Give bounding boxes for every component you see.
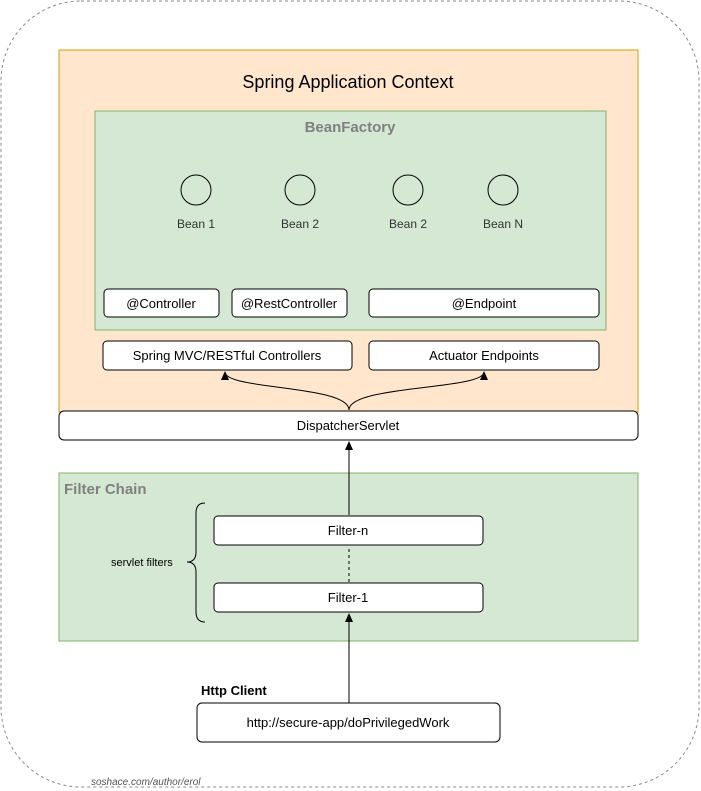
controller-annotation-box: @Controller bbox=[103, 288, 220, 318]
dispatcher-servlet-box: DispatcherServlet bbox=[58, 410, 639, 441]
rest-controller-label: @RestController bbox=[241, 296, 338, 311]
filter-1-label: Filter-1 bbox=[328, 590, 368, 605]
bean-circle bbox=[487, 174, 519, 206]
box bbox=[213, 582, 484, 613]
filter-n-label: Filter-n bbox=[328, 523, 368, 538]
arrow-to-actuator bbox=[348, 371, 488, 411]
endpoint-label: @Endpoint bbox=[452, 296, 517, 311]
box bbox=[58, 410, 639, 441]
bean-circle bbox=[392, 174, 424, 206]
actuator-endpoints-label: Actuator Endpoints bbox=[429, 348, 539, 363]
servlet-filters-label: servlet filters bbox=[111, 557, 173, 569]
servlet-filters-brace bbox=[186, 502, 206, 623]
bean-1: Bean 1 bbox=[177, 174, 215, 231]
filter-n-box: Filter-n bbox=[213, 515, 484, 546]
request-url-label: http://secure-app/doPrivilegedWork bbox=[247, 715, 450, 730]
bean-factory-title: BeanFactory bbox=[305, 119, 397, 136]
arrow-to-mvc bbox=[221, 371, 350, 411]
box bbox=[231, 288, 348, 318]
filter-1-box: Filter-1 bbox=[213, 582, 484, 613]
box bbox=[196, 702, 501, 743]
box bbox=[102, 340, 353, 371]
box bbox=[213, 515, 484, 546]
bean-label: Bean 1 bbox=[177, 217, 215, 231]
request-url-box: http://secure-app/doPrivilegedWork bbox=[196, 702, 501, 743]
box bbox=[103, 288, 220, 318]
bean-circle bbox=[180, 174, 212, 206]
bean-n: Bean N bbox=[483, 174, 523, 231]
mvc-controllers-label: Spring MVC/RESTful Controllers bbox=[133, 348, 322, 363]
rest-controller-annotation-box: @RestController bbox=[231, 288, 348, 318]
app-context-title: Spring Application Context bbox=[242, 72, 453, 92]
actuator-endpoints-box: Actuator Endpoints bbox=[368, 340, 600, 371]
http-client-label: Http Client bbox=[201, 683, 267, 698]
bean-3: Bean 2 bbox=[389, 174, 427, 231]
bean-label: Bean 2 bbox=[281, 217, 319, 231]
box bbox=[368, 288, 600, 318]
controller-label: @Controller bbox=[126, 296, 196, 311]
box bbox=[368, 340, 600, 371]
bean-circle bbox=[284, 174, 316, 206]
dispatcher-servlet-label: DispatcherServlet bbox=[297, 418, 400, 433]
endpoint-annotation-box: @Endpoint bbox=[368, 288, 600, 318]
bean-2: Bean 2 bbox=[281, 174, 319, 231]
filter-chain-title: Filter Chain bbox=[64, 481, 147, 498]
bean-label: Bean 2 bbox=[389, 217, 427, 231]
bean-label: Bean N bbox=[483, 217, 523, 231]
mvc-controllers-box: Spring MVC/RESTful Controllers bbox=[102, 340, 353, 371]
footer-credit: soshace.com/author/erol bbox=[91, 777, 201, 788]
